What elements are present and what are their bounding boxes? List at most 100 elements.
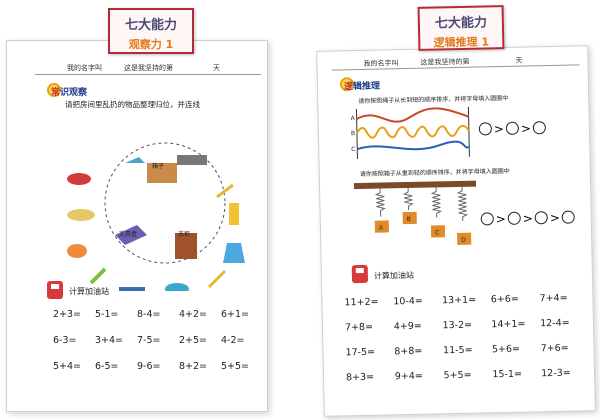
math-problem: 7-5= (137, 335, 161, 346)
scooter-icon (165, 283, 189, 291)
name-label: 我的名字叫 (67, 64, 102, 72)
rope-b (356, 124, 470, 139)
magnifier-icon (47, 83, 61, 97)
math-problem: 2+3= (53, 309, 82, 320)
day-unit: 天 (515, 56, 523, 65)
stapler-icon (177, 155, 207, 165)
math-problem: 15-1= (492, 368, 523, 381)
math-title: 计算加油站 (373, 270, 415, 281)
math-problem: 6-3= (53, 335, 77, 346)
left-header: 我的名字叫 这是我坚持的第 天 (67, 63, 257, 73)
math-problem: 7+4= (539, 292, 568, 305)
rope-label-a: A (350, 115, 355, 123)
rope-a (356, 107, 469, 123)
answer-circles-1: >> (478, 117, 547, 137)
instruction-1: 请你按照绳子从长到短的顺序排序，并将字母填入圆圈中 (358, 94, 509, 106)
sign-subtitle: 观察力 1 (128, 38, 174, 51)
math-problem: 8+2= (179, 361, 208, 372)
sign-title: 七大能力 (434, 15, 488, 32)
math-problem: 2+5= (179, 335, 208, 346)
math-problem: 9-6= (137, 361, 161, 372)
math-problem: 5+5= (221, 361, 250, 372)
math-problem: 7+6= (540, 342, 569, 355)
math-problem: 11-5= (442, 344, 473, 357)
box-c-icon (430, 225, 446, 238)
math-problem: 6+6= (490, 293, 519, 306)
math-problem: 9+4= (394, 370, 423, 383)
math-problem: 3+4= (95, 335, 124, 346)
math-problem: 13-2= (442, 319, 473, 332)
right-worksheet: 我的名字叫 这是我坚持的第 天 逻辑推理 请你按照绳子从长到短的顺序排序，并将字… (316, 45, 596, 417)
sorting-illustration (67, 142, 245, 291)
math-problem: 4-2= (221, 335, 245, 346)
spring-illustration (353, 180, 477, 245)
math-grid: 11+2= 10-4= 13+1= 6+6= 7+4= 7+8= 4+9= 13-2= 14+1… (344, 292, 590, 384)
dress-icon (223, 243, 245, 263)
rope-c (356, 140, 470, 151)
triangle-ruler-icon (125, 157, 145, 163)
box-label-c: C (434, 229, 440, 237)
rope-illustration (355, 106, 470, 160)
instruction: 请把房间里乱扔的物品整理归位，并连线 (65, 100, 200, 109)
instruction-2: 请你按照箱子从重到轻的顺序排序，并将字母填入圆圈中 (359, 167, 510, 179)
math-problem: 5+5= (443, 369, 472, 382)
math-problem: 6-5= (95, 361, 119, 372)
pencil-icon-2 (207, 269, 227, 289)
sign-subtitle: 逻辑推理 1 (433, 35, 490, 50)
right-sign: 七大能力 逻辑推理 1 (417, 5, 505, 51)
box-label-d: D (461, 236, 466, 244)
section-icon-char: 常 (51, 88, 61, 98)
math-problem: 12-4= (540, 317, 570, 330)
hat-icon (67, 209, 95, 221)
fuel-pump-icon (351, 264, 369, 284)
math-problem: 8+3= (345, 371, 375, 384)
left-sign: 七大能力 观察力 1 (108, 8, 194, 54)
rugby-ball-icon (67, 244, 87, 258)
math-problem: 5+4= (53, 361, 82, 372)
wardrobe-label: 衣柜 (178, 231, 191, 238)
header-divider (35, 74, 261, 75)
day-unit: 天 (213, 64, 220, 72)
pants-icon (229, 203, 239, 225)
math-problem: 8+8= (394, 345, 423, 358)
math-problem: 12-3= (541, 367, 571, 380)
math-problem: 7+8= (344, 321, 374, 334)
math-problem: 5-1= (95, 309, 119, 320)
math-problem: 4+9= (393, 320, 422, 333)
dashed-circle (104, 142, 226, 264)
pencil-icon (216, 183, 234, 199)
math-problem: 17-5= (345, 346, 376, 359)
box-a-icon (374, 220, 390, 233)
pencil-case-icon (115, 225, 147, 245)
stationery-label: 文具盒 (119, 231, 138, 238)
math-problem: 4+2= (179, 309, 208, 320)
left-worksheet: 我的名字叫 这是我坚持的第 天 常识观察 请把房间里乱扔的物品整理归位，并连线 … (6, 40, 268, 412)
math-problem: 10-4= (393, 295, 423, 308)
math-problem: 8-4= (137, 309, 161, 320)
sign-title: 七大能力 (124, 18, 177, 33)
box-d-icon (457, 232, 472, 245)
math-title: 计算加油站 (69, 287, 109, 296)
box-label: 箱子 (152, 163, 165, 170)
section-icon-char: 逻 (343, 82, 354, 93)
box-label-b: B (406, 215, 411, 224)
box-b-icon (402, 211, 417, 225)
box-label-a: A (378, 224, 384, 232)
marker-icon (89, 267, 107, 285)
answer-circles-2: >>> (480, 207, 576, 228)
section-title: 辑推理 (352, 81, 381, 93)
math-grid: 2+3= 5-1= 8-4= 4+2= 6+1= 6-3= 3+4= 7-5= 2+5= 4-2=… (53, 309, 263, 372)
toy-car-icon (67, 173, 91, 185)
math-problem: 14+1= (491, 318, 526, 331)
section-title: 识观察 (60, 88, 88, 98)
fuel-pump-icon (47, 281, 63, 299)
box-icon (147, 163, 177, 183)
math-problem: 6+1= (221, 309, 250, 320)
math-problem: 13+1= (441, 294, 477, 307)
math-problem: 11+2= (344, 296, 379, 309)
wardrobe-icon (175, 233, 197, 259)
rope-label-c: C (351, 146, 356, 154)
days-label: 这是我坚持的第 (124, 64, 173, 72)
math-problem: 5+6= (491, 343, 521, 356)
rope-label-b: B (350, 130, 356, 138)
